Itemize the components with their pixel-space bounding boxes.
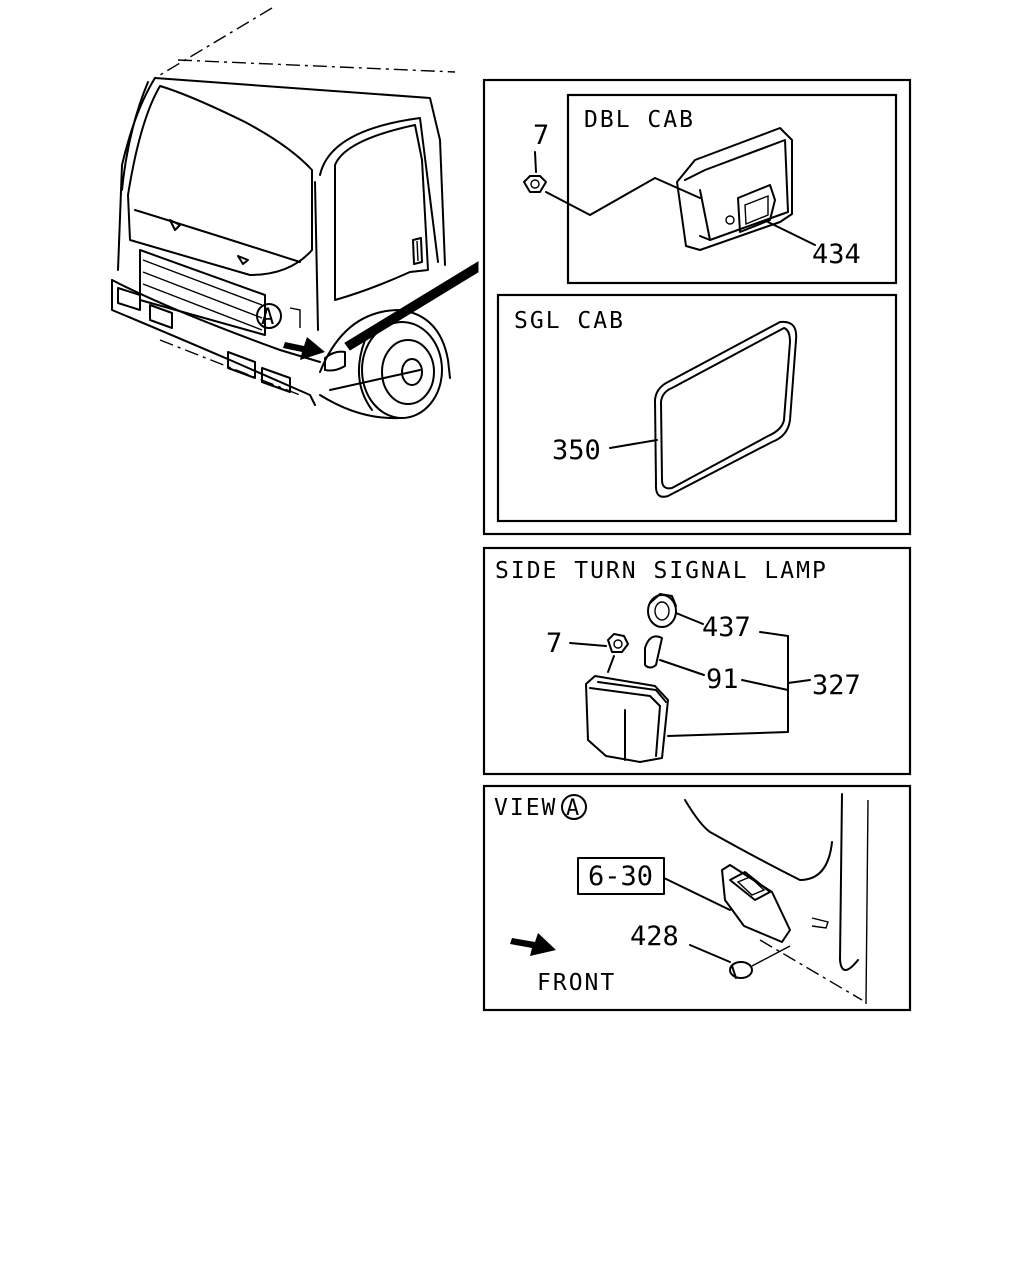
sgl-cab-lamp-icon [654, 320, 798, 498]
socket-callout: 437 [702, 612, 751, 643]
ref-box-label: 6-30 [588, 861, 653, 892]
ref-box[interactable] [577, 857, 665, 895]
view-direction-arrow-icon [283, 337, 325, 360]
side-turn-nut-callout: 7 [546, 628, 562, 659]
bulb-socket-icon [647, 593, 677, 628]
front-label: FRONT [537, 970, 616, 996]
sgl-lamp-callout: 350 [552, 435, 601, 466]
view-a-marker-circle: A [256, 303, 282, 330]
sgl-cab-panel: SGL CAB 350 [496, 293, 898, 523]
dbl-nut-callout: 7 [533, 120, 549, 151]
nut-icon [607, 633, 629, 653]
side-turn-title: SIDE TURN SIGNAL LAMP [495, 558, 828, 584]
front-direction-arrow-icon [510, 933, 556, 956]
grommet-callout: 428 [630, 921, 679, 952]
turn-signal-lamp-icon [585, 675, 669, 763]
dbl-lamp-callout: 434 [812, 239, 861, 270]
cab-lamp-outer-frame [482, 78, 912, 536]
view-a-panel: VIEW A 6-30 428 FRONT [482, 784, 912, 1012]
bulb-icon [644, 635, 663, 669]
view-a-lamp-icon [721, 864, 791, 943]
dbl-cab-lamp-icon [676, 127, 793, 251]
grommet-icon [729, 961, 753, 979]
nut-icon [523, 175, 547, 193]
bulb-callout: 91 [706, 664, 739, 695]
dbl-cab-panel: DBL CAB 7 434 [523, 93, 898, 285]
assembly-callout: 327 [812, 670, 861, 701]
sgl-cab-title: SGL CAB [514, 308, 625, 334]
side-turn-signal-panel: SIDE TURN SIGNAL LAMP 437 327 91 7 [482, 546, 912, 776]
dbl-cab-title: DBL CAB [584, 107, 695, 133]
view-a-title: VIEW [494, 795, 557, 821]
view-a-marker: A [566, 796, 579, 821]
truck-cab-illustration [111, 7, 479, 420]
overview-marker-label: A [261, 305, 274, 330]
